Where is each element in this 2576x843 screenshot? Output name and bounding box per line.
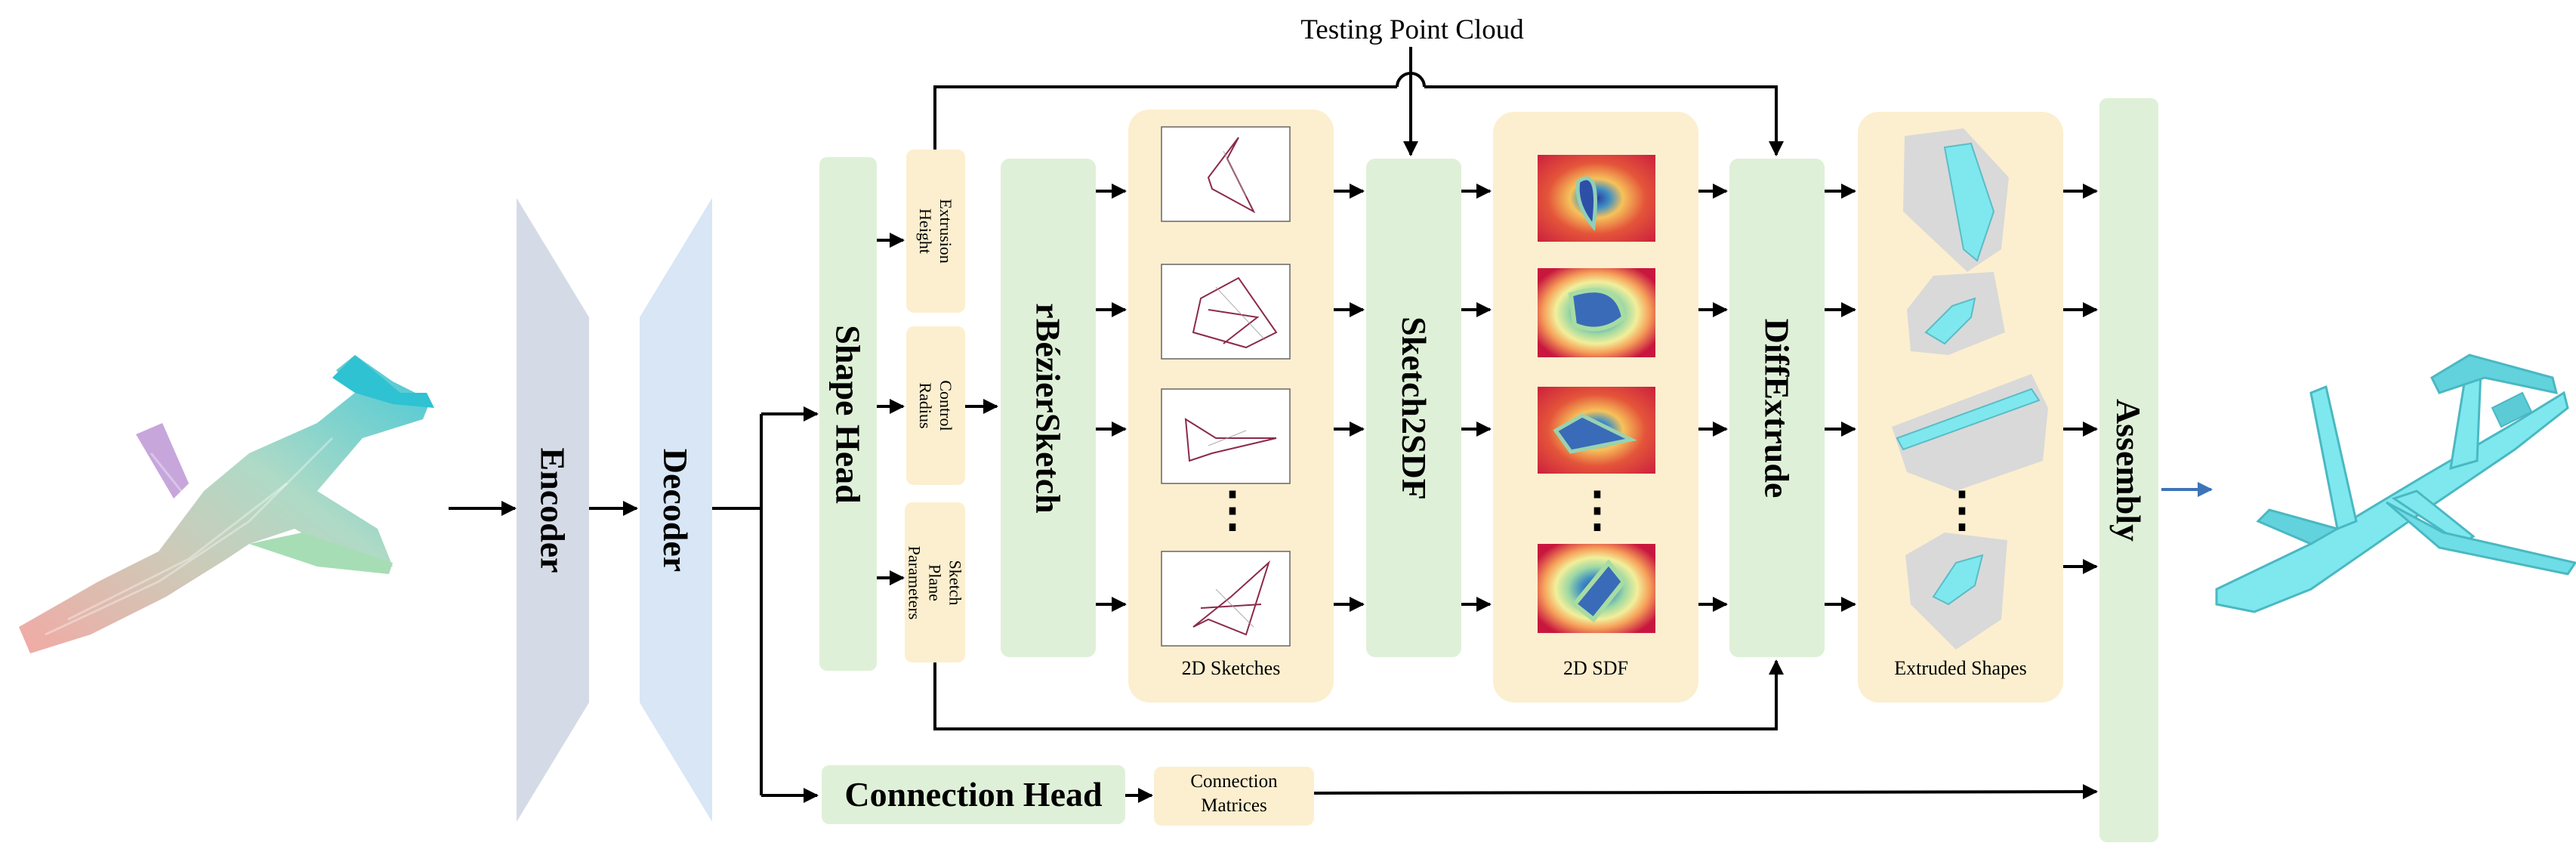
extruded-ellipsis: ⋮ [1938, 483, 1986, 536]
connection-head-block [822, 765, 1125, 824]
encoder-block [517, 198, 589, 822]
assembly-label: Assembly [2109, 398, 2149, 542]
encoder-label: Encoder [533, 446, 572, 573]
connection-matrices-box [1154, 767, 1314, 826]
title-testing-point-cloud: Testing Point Cloud [1300, 14, 1524, 45]
sdf-ellipsis: ⋮ [1573, 483, 1621, 536]
connection-head-label: Connection Head [844, 775, 1103, 814]
rbeziersketch-label: rBézierSketch [1029, 302, 1068, 514]
diffextrude-block [1729, 159, 1825, 657]
decoder-block [640, 198, 712, 822]
assembly-block [2099, 98, 2158, 842]
control-radius-label: Control Radius [916, 380, 955, 431]
connection-matrices-label: Connection Matrices [1190, 771, 1278, 816]
diffextrude-label: DiffExtrude [1757, 318, 1797, 498]
input-point-cloud-image [19, 355, 434, 653]
sketch2sdf-label: Sketch2SDF [1394, 316, 1433, 500]
sketch-plane-box [905, 502, 965, 662]
sketch2sdf-block [1366, 159, 1461, 657]
extruded-caption: Extruded Shapes [1894, 657, 2027, 679]
sketch-plane-label: Sketch Plane Parameters [905, 545, 965, 619]
sdf-caption: 2D SDF [1563, 657, 1628, 679]
control-radius-box [906, 326, 965, 485]
extruded-shapes-images [1892, 128, 2048, 650]
output-mesh-image [2215, 354, 2576, 613]
sketches-caption: 2D Sketches [1181, 657, 1281, 679]
extrusion-height-box [906, 150, 965, 313]
decoder-label: Decoder [656, 448, 696, 572]
extrusion-height-label: Extrusion Height [916, 199, 955, 264]
sketches-ellipsis: ⋮ [1208, 483, 1257, 536]
shape-head-block [819, 157, 877, 671]
shape-head-label: Shape Head [828, 324, 868, 504]
rbeziersketch-block [1001, 159, 1096, 657]
sdf-images [1538, 155, 1655, 633]
sketch-curves [1184, 137, 1278, 636]
